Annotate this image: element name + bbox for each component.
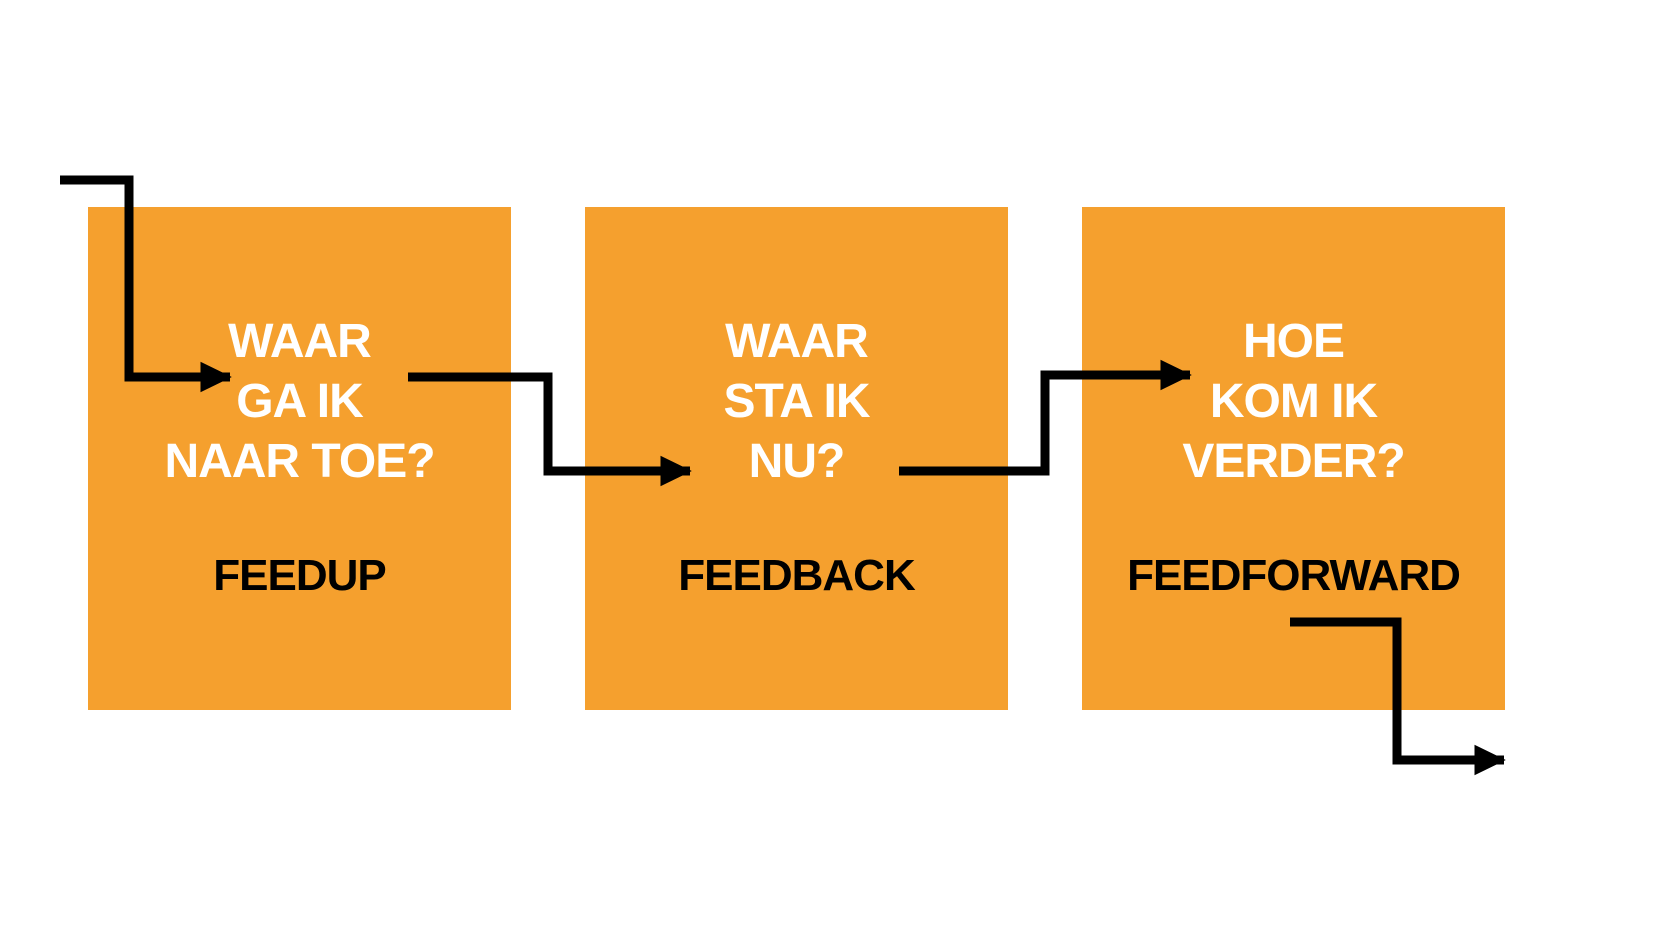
feedback-box: WAAR STA IK NU? FEEDBACK [585,207,1008,710]
feedup-question: WAAR GA IK NAAR TOE? [88,312,511,492]
feedforward-question: HOE KOM IK VERDER? [1082,312,1505,492]
feedback-question: WAAR STA IK NU? [585,312,1008,492]
question-line: GA IK [236,375,364,428]
question-line: NU? [748,435,846,488]
question-line: KOM IK [1209,375,1378,428]
question-line: NAAR TOE? [164,435,435,488]
question-line: WAAR [228,315,372,368]
feedup-label: FEEDUP [213,551,386,600]
feedup-box: WAAR GA IK NAAR TOE? FEEDUP [88,207,511,710]
feedforward-box: HOE KOM IK VERDER? FEEDFORWARD [1082,207,1505,710]
feedforward-label: FEEDFORWARD [1127,551,1461,600]
question-line: STA IK [723,375,871,428]
question-line: VERDER? [1182,435,1405,488]
question-line: WAAR [725,315,869,368]
feedback-label: FEEDBACK [678,551,915,600]
question-line: HOE [1242,315,1345,368]
